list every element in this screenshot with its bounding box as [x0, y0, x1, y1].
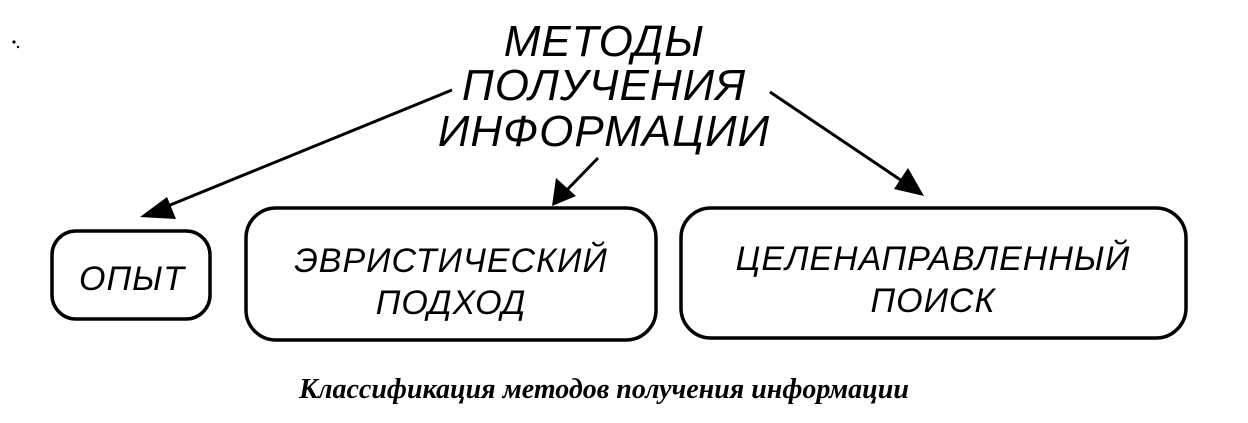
node-heuristic-box — [244, 206, 658, 342]
node-targeted-box — [679, 206, 1188, 340]
arrows — [140, 88, 924, 219]
scan-speck — [16, 45, 20, 49]
root-line-2: ПОЛУЧЕНИЯ — [462, 61, 746, 110]
node-heuristic-label-line-1: ЭВРИСТИЧЕСКИЙ — [294, 241, 608, 280]
node-heuristic: ЭВРИСТИЧЕСКИЙ ПОДХОД — [244, 206, 658, 342]
node-targeted-label-line-2: ПОИСК — [871, 282, 997, 320]
root-line-3: ИНФОРМАЦИИ — [438, 107, 770, 156]
node-experience-box — [50, 229, 212, 321]
node-targeted-label-line-1: ЦЕЛЕНАПРАВЛЕННЫЙ — [736, 239, 1131, 278]
arrow-to-targeted — [769, 90, 924, 196]
scan-speck — [12, 40, 16, 44]
arrow-to-experience — [140, 88, 453, 219]
root-node: МЕТОДЫ ПОЛУЧЕНИЯ ИНФОРМАЦИИ — [438, 17, 770, 156]
node-heuristic-label-line-2: ПОДХОД — [376, 284, 527, 322]
node-targeted: ЦЕЛЕНАПРАВЛЕННЫЙ ПОИСК — [679, 206, 1188, 340]
node-experience: ОПЫТ — [50, 229, 212, 321]
node-experience-label: ОПЫТ — [79, 260, 186, 298]
arrow-to-heuristic — [552, 156, 600, 206]
figure-caption: Классификация методов получения информац… — [298, 374, 909, 405]
root-line-1: МЕТОДЫ — [504, 17, 705, 66]
